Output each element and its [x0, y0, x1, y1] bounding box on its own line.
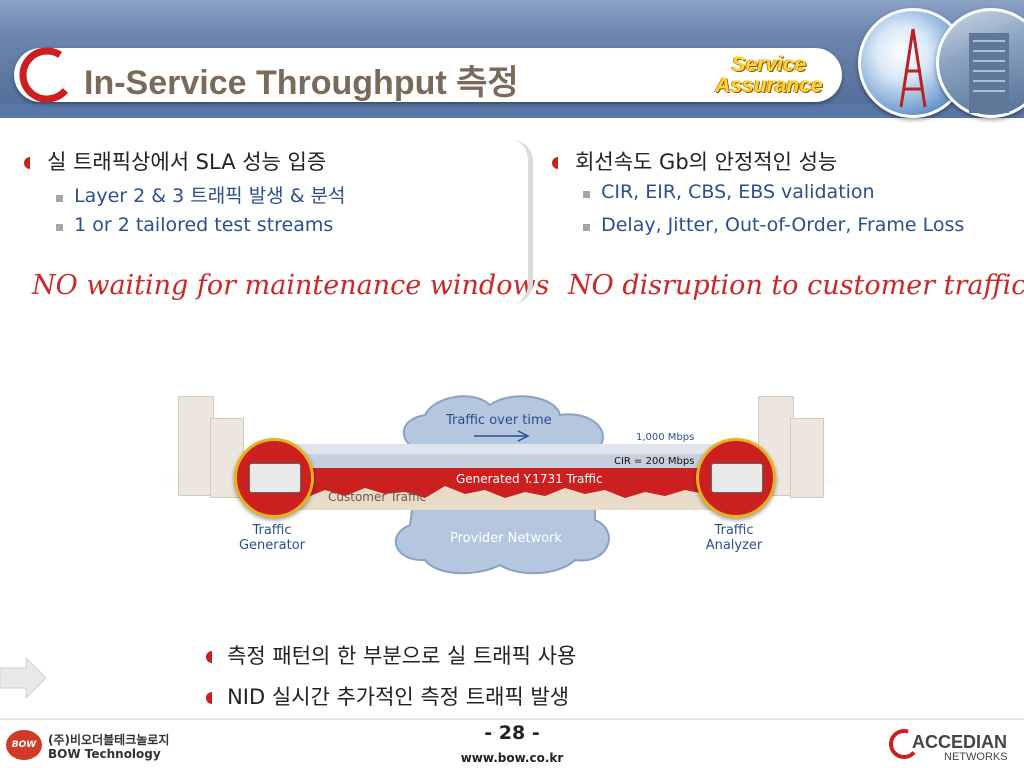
bow-logo-icon: BOW — [6, 730, 42, 760]
bottom-bullet-1-text: 측정 패턴의 한 부분으로 실 트래픽 사용 — [227, 644, 577, 668]
company-korean-name: (주)비오더블테크놀로지 — [48, 733, 170, 747]
left-building — [178, 396, 214, 496]
red-bullet-icon — [552, 157, 558, 169]
left-item-1-text: Layer 2 & 3 트래픽 발생 & 분석 — [74, 185, 346, 207]
page-title: In-Service Throughput 측정 — [84, 64, 519, 102]
traffic-fill — [265, 444, 731, 510]
traffic-analyzer-node — [696, 438, 776, 518]
left-heading: 실 트래픽상에서 SLA 성능 입증 — [47, 150, 327, 174]
tower-icon — [899, 28, 927, 108]
square-bullet-icon — [583, 224, 590, 231]
left-item-2-text: 1 or 2 tailored test streams — [74, 214, 334, 236]
right-handwritten-note: NO disruption to customer traffic — [568, 270, 1024, 301]
traffic-generator-node — [234, 438, 314, 518]
traffic-analyzer-label: Traffic Analyzer — [694, 523, 774, 553]
company-english-name: BOW Technology — [48, 747, 161, 761]
right-item-2: Delay, Jitter, Out-of-Order, Frame Loss — [583, 214, 964, 236]
rate-cir-label: CIR = 200 Mbps — [614, 456, 695, 467]
nid-device-icon — [249, 463, 301, 493]
right-item-1: CIR, EIR, CBS, EBS validation — [583, 181, 875, 203]
header-band — [0, 104, 1024, 118]
traffic-generator-label: Traffic Generator — [232, 523, 312, 553]
left-heading-row: 실 트래픽상에서 SLA 성능 입증 — [24, 146, 326, 176]
generated-traffic-label: Generated Y.1731 Traffic — [456, 472, 603, 486]
customer-traffic-label: Customer Traffic — [328, 490, 427, 504]
column-divider — [512, 140, 533, 304]
left-item-2: 1 or 2 tailored test streams — [56, 214, 333, 236]
arrow-right-icon — [474, 430, 530, 442]
title-bar — [14, 48, 842, 102]
generator-label-line-1: Traffic — [252, 523, 292, 538]
right-building-2 — [790, 418, 824, 498]
analyzer-label-line-1: Traffic — [714, 523, 754, 538]
badge-line-2: Assurance — [715, 74, 823, 97]
accedian-logo-subtext: NETWORKS — [944, 751, 1008, 763]
left-handwritten-note: NO waiting for maintenance windows — [32, 270, 550, 301]
provider-network-label: Provider Network — [450, 531, 562, 546]
red-bullet-icon — [206, 651, 212, 663]
right-heading-row: 회선속도 Gb의 안정적인 성능 — [552, 146, 837, 176]
bottom-bullet-2-text: NID 실시간 추가적인 측정 트래픽 발생 — [227, 685, 570, 709]
website-link[interactable]: www.bow.co.kr — [460, 751, 564, 765]
generator-label-line-2: Generator — [238, 538, 305, 553]
building-image — [936, 8, 1024, 118]
badge-line-1: Service — [731, 53, 807, 76]
right-item-2-text: Delay, Jitter, Out-of-Order, Frame Loss — [601, 214, 965, 236]
red-bullet-icon — [24, 157, 30, 169]
rate-total-label: 1,000 Mbps — [636, 432, 695, 443]
square-bullet-icon — [56, 224, 63, 231]
red-bullet-icon — [206, 692, 212, 704]
accedian-logo-text: ACCEDIAN — [912, 732, 1007, 752]
accedian-logo: ACCEDIAN NETWORKS — [889, 729, 1008, 763]
square-bullet-icon — [583, 191, 590, 198]
traffic-over-time-label: Traffic over time — [446, 413, 552, 428]
bottom-bullet-2: NID 실시간 추가적인 측정 트래픽 발생 — [206, 681, 569, 711]
nid-device-icon — [711, 463, 763, 493]
square-bullet-icon — [56, 195, 63, 202]
footer-divider — [0, 718, 1024, 720]
service-assurance-badge: Service Assurance — [714, 54, 824, 98]
right-heading: 회선속도 Gb의 안정적인 성능 — [575, 150, 838, 174]
analyzer-label-line-2: Analyzer — [705, 538, 763, 553]
arrow-right-icon — [0, 658, 46, 698]
building-icon — [969, 33, 1009, 113]
accedian-swoosh-icon — [19, 47, 75, 103]
bottom-bullet-1: 측정 패턴의 한 부분으로 실 트래픽 사용 — [206, 640, 576, 670]
page-number: - 28 - — [484, 722, 540, 744]
right-item-1-text: CIR, EIR, CBS, EBS validation — [601, 181, 875, 203]
left-item-1: Layer 2 & 3 트래픽 발생 & 분석 — [56, 181, 346, 208]
